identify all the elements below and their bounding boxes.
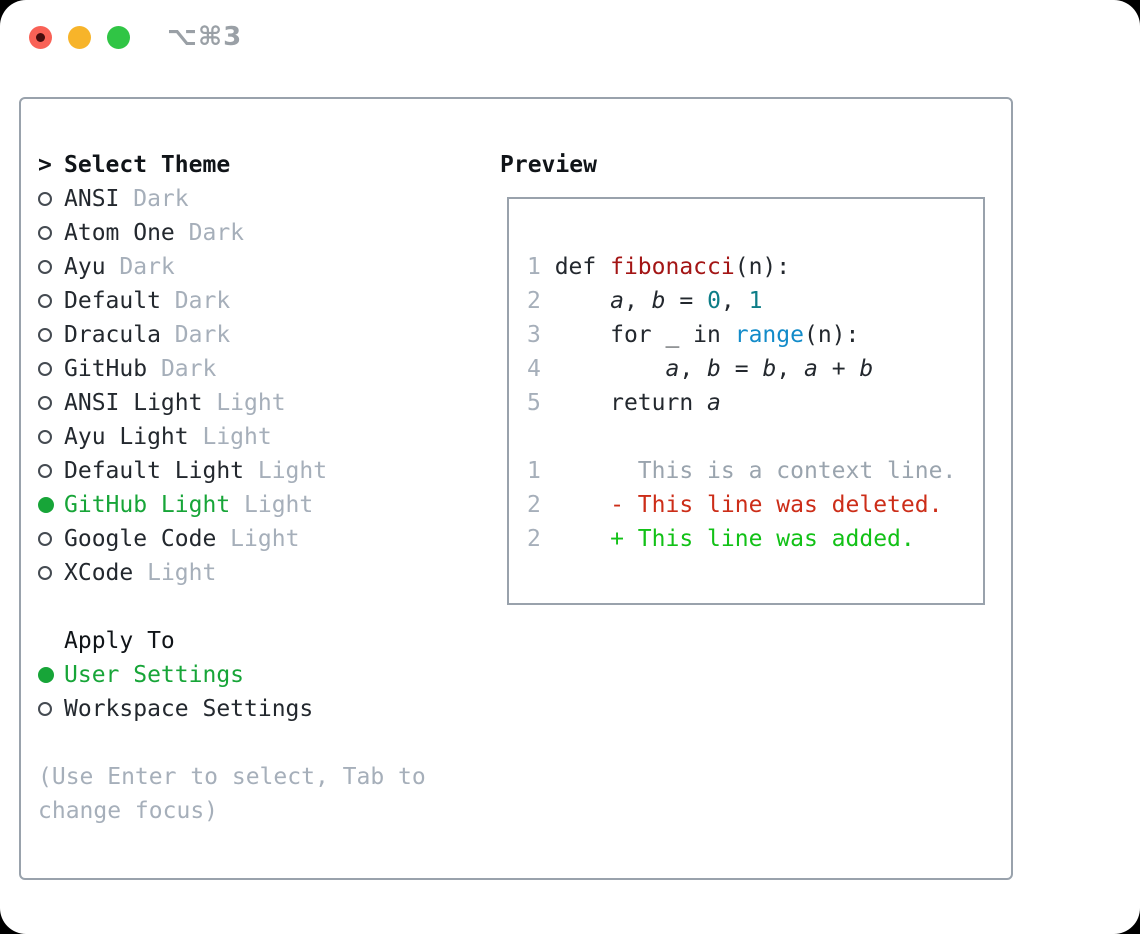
theme-variant: Light xyxy=(230,492,314,518)
theme-variant: Dark xyxy=(174,220,245,246)
theme-option-ansi[interactable]: ANSI Dark xyxy=(38,182,426,216)
hint-line-2: change focus) xyxy=(38,798,219,824)
apply-option-label: Workspace Settings xyxy=(64,696,314,722)
theme-option-google-code[interactable]: Google Code Light xyxy=(38,522,426,556)
apply-option-label: User Settings xyxy=(64,662,245,688)
theme-option-ayu-light[interactable]: Ayu Light Light xyxy=(38,420,426,454)
titlebar: ⌥⌘3 xyxy=(0,0,1140,74)
select-theme-header-row: > Select Theme xyxy=(38,148,426,182)
preview-header: Preview xyxy=(500,152,597,178)
code-line: 3 for _ in range(n): xyxy=(527,322,860,348)
line-number: 1 xyxy=(527,254,541,280)
apply-to-header: Apply To xyxy=(64,628,175,654)
theme-variant: Light xyxy=(188,424,272,450)
line-number: 4 xyxy=(527,356,541,382)
line-number: 2 xyxy=(527,288,541,314)
line-number: 3 xyxy=(527,322,541,348)
radio-unselected-icon[interactable] xyxy=(38,702,64,716)
theme-name: Dracula xyxy=(64,322,161,348)
theme-name: XCode xyxy=(64,560,134,586)
radio-selected-icon[interactable] xyxy=(38,497,64,513)
code-line: 1 This is a context line. xyxy=(527,458,957,484)
theme-option-default-light[interactable]: Default Light Light xyxy=(38,454,426,488)
theme-option-xcode[interactable]: XCode Light xyxy=(38,556,426,590)
theme-name: Google Code xyxy=(64,526,217,552)
theme-option-dracula[interactable]: Dracula Dark xyxy=(38,318,426,352)
theme-name: ANSI xyxy=(64,186,120,212)
radio-unselected-icon[interactable] xyxy=(38,328,64,342)
select-theme-header: Select Theme xyxy=(64,152,231,178)
theme-option-ayu[interactable]: Ayu Dark xyxy=(38,250,426,284)
theme-name: Atom One xyxy=(64,220,175,246)
radio-selected-icon[interactable] xyxy=(38,667,64,683)
theme-variant: Light xyxy=(202,390,286,416)
radio-unselected-icon[interactable] xyxy=(38,464,64,478)
radio-unselected-icon[interactable] xyxy=(38,226,64,240)
code-line xyxy=(527,420,983,454)
radio-unselected-icon[interactable] xyxy=(38,532,64,546)
line-number: 1 xyxy=(527,458,541,484)
zoom-button[interactable] xyxy=(107,26,130,49)
line-number: 5 xyxy=(527,390,541,416)
apply-option-user-settings[interactable]: User Settings xyxy=(38,658,426,692)
theme-option-ansi-light[interactable]: ANSI Light Light xyxy=(38,386,426,420)
code-line: 4 a, b = b, a + b xyxy=(527,356,874,382)
theme-option-github[interactable]: GitHub Dark xyxy=(38,352,426,386)
spacer-row xyxy=(38,590,426,624)
minimize-button[interactable] xyxy=(68,26,91,49)
theme-variant: Dark xyxy=(160,322,231,348)
theme-variant: Light xyxy=(244,458,328,484)
theme-name: ANSI Light xyxy=(64,390,203,416)
radio-unselected-icon[interactable] xyxy=(38,566,64,580)
line-number: 2 xyxy=(527,492,541,518)
theme-variant: Dark xyxy=(160,288,231,314)
close-button[interactable] xyxy=(29,26,52,49)
radio-unselected-icon[interactable] xyxy=(38,260,64,274)
code-line: 2 + This line was added. xyxy=(527,526,915,552)
window-title: ⌥⌘3 xyxy=(167,22,243,52)
hint-line-1: (Use Enter to select, Tab to xyxy=(38,764,426,790)
theme-option-atom-one[interactable]: Atom One Dark xyxy=(38,216,426,250)
theme-variant: Dark xyxy=(105,254,175,280)
theme-name: GitHub xyxy=(64,356,148,382)
radio-unselected-icon[interactable] xyxy=(38,396,64,410)
theme-variant: Dark xyxy=(147,356,217,382)
theme-option-github-light[interactable]: GitHub Light Light xyxy=(38,488,426,522)
radio-unselected-icon[interactable] xyxy=(38,430,64,444)
theme-name: Default Light xyxy=(64,458,245,484)
focus-caret: > xyxy=(38,152,52,178)
radio-unselected-icon[interactable] xyxy=(38,294,64,308)
theme-name: Ayu Light xyxy=(64,424,189,450)
theme-variant: Light xyxy=(133,560,217,586)
apply-to-header-row: Apply To xyxy=(38,624,426,658)
code-line: 5 return a xyxy=(527,390,721,416)
radio-unselected-icon[interactable] xyxy=(38,362,64,376)
theme-name: GitHub Light xyxy=(64,492,231,518)
radio-unselected-icon[interactable] xyxy=(38,192,64,206)
theme-variant: Light xyxy=(216,526,300,552)
code-line: 2 - This line was deleted. xyxy=(527,492,943,518)
code-line: 2 a, b = 0, 1 xyxy=(527,288,763,314)
spacer-row xyxy=(38,726,426,760)
theme-variant: Dark xyxy=(119,186,189,212)
theme-option-default[interactable]: Default Dark xyxy=(38,284,426,318)
line-number: 2 xyxy=(527,526,541,552)
apply-option-workspace-settings[interactable]: Workspace Settings xyxy=(38,692,426,726)
theme-name: Default xyxy=(64,288,161,314)
theme-name: Ayu xyxy=(64,254,106,280)
